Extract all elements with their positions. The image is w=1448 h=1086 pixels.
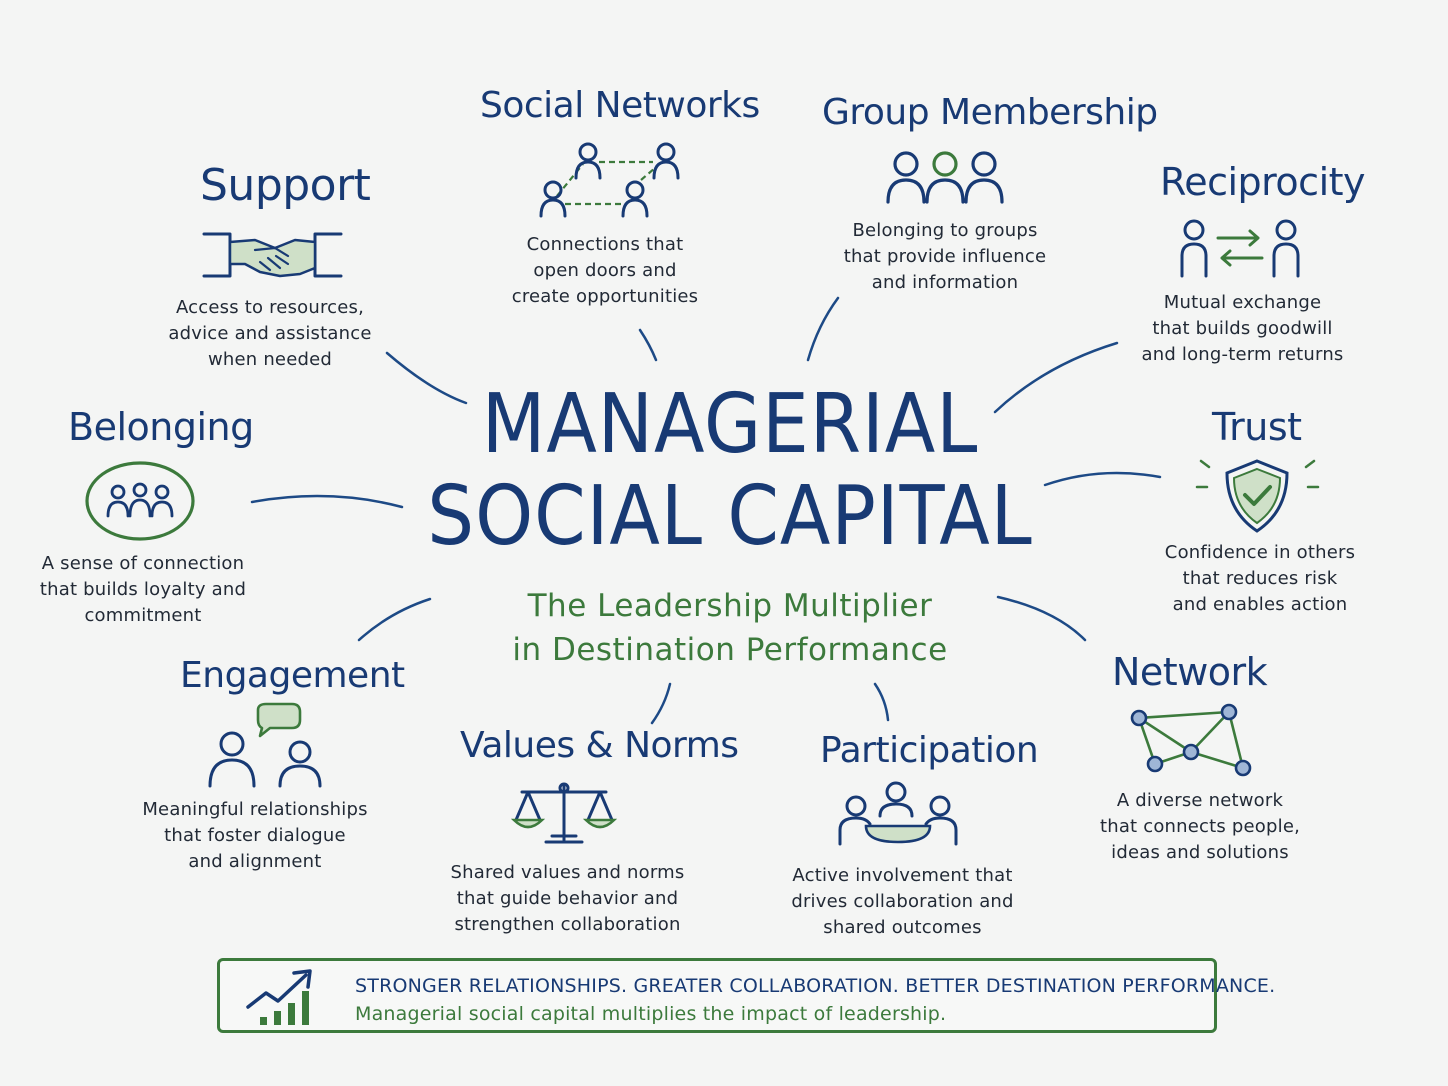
node-description: Shared values and norms that guide behav… bbox=[450, 862, 685, 935]
connector-social-networks bbox=[638, 328, 658, 362]
node-title: Trust bbox=[1212, 405, 1302, 449]
network-nodes-icon bbox=[1130, 703, 1252, 777]
node-title: Social Networks bbox=[480, 85, 760, 126]
connector-participation bbox=[873, 682, 890, 722]
node-description: Belonging to groups that provide influen… bbox=[843, 220, 1047, 293]
node-title: Participation bbox=[820, 730, 1039, 771]
banner-tagline: Managerial social capital multiplies the… bbox=[355, 1003, 947, 1025]
node-description: Access to resources, advice and assistan… bbox=[168, 297, 372, 370]
node-title: Values & Norms bbox=[460, 725, 739, 766]
exchange-arrows-icon bbox=[1180, 219, 1300, 278]
connector-belonging bbox=[250, 494, 404, 509]
node-title: Reciprocity bbox=[1160, 160, 1366, 204]
social-network-people-icon bbox=[539, 142, 680, 218]
shield-check-icon bbox=[1195, 459, 1320, 533]
connector-trust bbox=[1043, 471, 1162, 487]
node-title: Network bbox=[1112, 650, 1268, 694]
center-subtitle-line2: in Destination Performance bbox=[512, 632, 948, 668]
meeting-table-icon bbox=[838, 781, 958, 846]
center-title-line2: SOCIAL CAPITAL bbox=[427, 469, 1033, 564]
node-description: Confidence in others that reduces risk a… bbox=[1164, 542, 1356, 615]
node-title: Support bbox=[200, 160, 371, 211]
node-description: Mutual exchange that builds goodwill and… bbox=[1141, 292, 1344, 365]
banner-headline: STRONGER RELATIONSHIPS. GREATER COLLABOR… bbox=[355, 975, 1276, 997]
scales-icon bbox=[510, 782, 618, 844]
connector-engagement bbox=[357, 597, 432, 642]
node-description: A diverse network that connects people, … bbox=[1099, 790, 1301, 863]
node-description: Meaningful relationships that foster dia… bbox=[142, 799, 368, 872]
center-subtitle-line1: The Leadership Multiplier bbox=[527, 588, 933, 624]
summary-banner: STRONGER RELATIONSHIPS. GREATER COLLABOR… bbox=[217, 958, 1275, 1033]
group-people-icon bbox=[886, 151, 1004, 204]
node-description: Active involvement that drives collabora… bbox=[791, 865, 1014, 938]
circle-people-icon bbox=[85, 461, 195, 541]
connector-reciprocity bbox=[993, 341, 1119, 414]
node-title: Group Membership bbox=[822, 92, 1158, 133]
center-title-line1: MANAGERIAL bbox=[481, 377, 979, 472]
growth-chart-icon bbox=[246, 969, 312, 1025]
dialogue-people-icon bbox=[208, 702, 322, 788]
handshake-icon bbox=[202, 232, 343, 278]
connector-values bbox=[650, 682, 672, 725]
node-title: Belonging bbox=[68, 405, 254, 449]
connector-group-membership bbox=[806, 296, 840, 362]
node-description: A sense of connection that builds loyalt… bbox=[39, 553, 247, 626]
node-title: Engagement bbox=[180, 655, 405, 696]
connector-support bbox=[385, 351, 468, 405]
connector-network bbox=[996, 595, 1087, 642]
node-description: Connections that open doors and create o… bbox=[511, 234, 699, 307]
